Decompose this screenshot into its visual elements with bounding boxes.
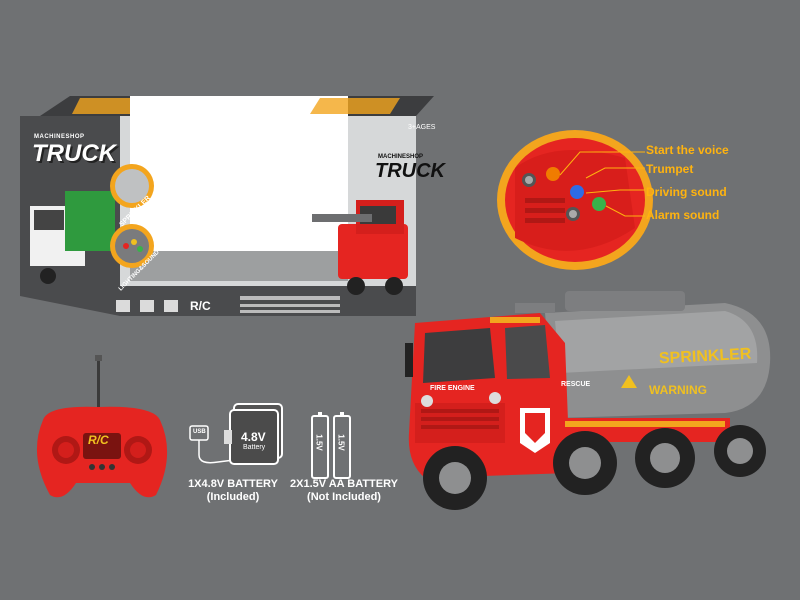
package-front-brand-small: MACHINESHOP bbox=[378, 154, 424, 160]
battery-caption-2-line2: (Not Included) bbox=[307, 491, 381, 503]
package-rc-label: R/C bbox=[190, 299, 211, 313]
aa-cell-label-2: 1.5V bbox=[336, 434, 346, 451]
package-age-label: 3+AGES bbox=[408, 124, 436, 131]
battery-caption-2: 2X1.5V AA BATTERY (Not Included) bbox=[286, 478, 402, 504]
callout-alarm-sound: Alarm sound bbox=[646, 208, 720, 222]
remote-closeup-bubble bbox=[495, 128, 655, 272]
truck-wheels bbox=[423, 425, 766, 510]
remote-label: R/C bbox=[88, 433, 109, 447]
package-brand-title: TRUCK bbox=[32, 140, 116, 167]
battery-caption-2-line1: 2X1.5V AA BATTERY bbox=[290, 478, 398, 490]
truck-rescue-text: RESCUE bbox=[561, 381, 591, 388]
remote-control: R/C bbox=[28, 355, 178, 505]
callout-start-voice: Start the voice bbox=[646, 143, 729, 157]
battery-caption-1: 1X4.8V BATTERY (Included) bbox=[178, 478, 288, 504]
callout-labels: Start the voice Trumpet Driving sound Al… bbox=[640, 140, 790, 230]
package-box-graphic bbox=[20, 96, 434, 316]
callout-trumpet: Trumpet bbox=[646, 162, 694, 176]
tanker-truck-graphic bbox=[405, 291, 771, 510]
battery-sub-label: Battery bbox=[243, 444, 266, 451]
battery-pack-graphic bbox=[189, 403, 283, 465]
remote-closeup-graphic bbox=[497, 130, 653, 270]
usb-label: USB bbox=[193, 429, 206, 435]
rechargeable-battery-pack: USB 4.8V Battery bbox=[188, 400, 288, 470]
aa-batteries-graphic bbox=[311, 412, 351, 479]
aa-cell-label-1: 1.5V bbox=[314, 434, 324, 451]
product-package-box: MACHINESHOP TRUCK MACHINESHOP TRUCK 3+AG… bbox=[20, 96, 445, 336]
package-front-brand-title: TRUCK bbox=[375, 160, 445, 182]
truck-warning-text: WARNING bbox=[649, 383, 707, 397]
aa-batteries: 1.5V 1.5V bbox=[308, 408, 368, 480]
truck-door-text: FIRE ENGINE bbox=[430, 385, 475, 392]
battery-voltage: 4.8V bbox=[241, 430, 266, 444]
tanker-truck-toy: SPRINKLER WARNING FIRE ENGINE RESCUE bbox=[395, 283, 780, 523]
package-brand-small: MACHINESHOP bbox=[34, 134, 85, 140]
callout-driving-sound: Driving sound bbox=[646, 185, 727, 199]
battery-caption-1-line2: (Included) bbox=[206, 491, 260, 503]
callout-lines bbox=[559, 151, 645, 217]
remote-control-graphic bbox=[36, 355, 168, 498]
battery-caption-1-line1: 1X4.8V BATTERY bbox=[188, 478, 278, 490]
